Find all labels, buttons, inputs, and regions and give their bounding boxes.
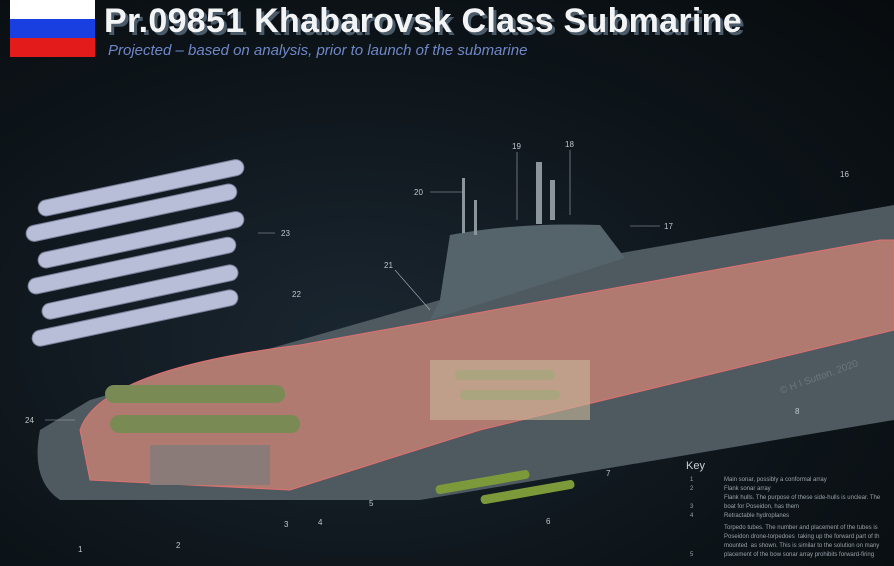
callout-18: 18 [565, 140, 574, 149]
sail [430, 224, 625, 320]
callout-7: 7 [606, 469, 611, 478]
callout-4: 4 [318, 518, 323, 527]
key-item: Torpedo tubes. The number and placement … [724, 525, 878, 531]
callout-8: 8 [795, 407, 800, 416]
page-subtitle: Projected – based on analysis, prior to … [108, 42, 528, 59]
callout-19: 19 [512, 142, 521, 151]
callout-23: 23 [281, 229, 290, 238]
poseidon-torpedoes [25, 159, 245, 347]
callout-21: 21 [384, 261, 393, 270]
callout-20: 20 [414, 188, 423, 197]
key-item: Poseidon drone-torpedoes taking up the f… [724, 534, 880, 540]
callout-1: 1 [78, 545, 83, 554]
key-item: Flank hulls. The purpose of these side-h… [724, 495, 881, 501]
callout-22: 22 [292, 290, 301, 299]
russian-flag [10, 0, 95, 57]
callout-17: 17 [664, 222, 673, 231]
callout-5: 5 [369, 499, 374, 508]
key-item: mounted as shown. This is similar to the… [724, 543, 880, 549]
callout-24: 24 [25, 416, 34, 425]
callout-16: 16 [840, 170, 849, 179]
page-title: Pr.09851 Khabarovsk Class Submarine [104, 2, 742, 40]
key-title: Key [686, 460, 705, 472]
callout-6: 6 [546, 517, 551, 526]
callout-2: 2 [176, 541, 181, 550]
callout-3: 3 [284, 520, 289, 529]
